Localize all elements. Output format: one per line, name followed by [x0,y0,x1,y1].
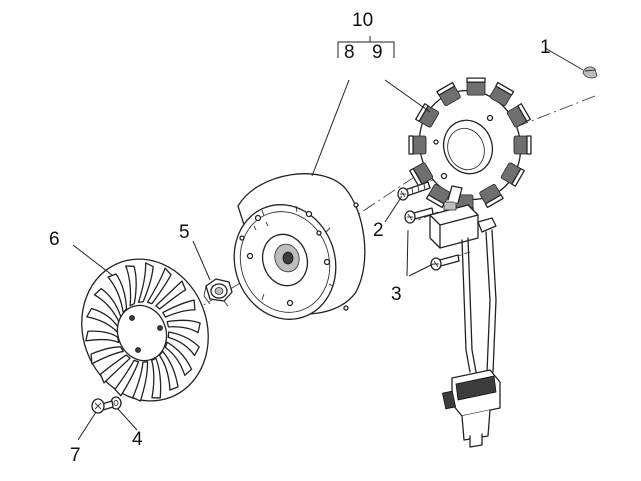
stator-coil [489,81,515,107]
leader-lines [72,36,584,441]
stator-coil [500,162,525,187]
stator-coil [408,135,427,155]
fan-blades [85,262,201,402]
fan-blade [114,359,140,397]
callout-10: 10 [352,10,373,31]
fan-blade [86,307,119,333]
assembly-axis [139,95,596,344]
fan-blade [125,265,137,307]
stator-coil [425,183,451,209]
cooling-fan-part [81,258,209,402]
flywheel-rotor-part [233,173,366,320]
callout-5: 5 [179,222,190,243]
pickup-screw-lower-part [430,254,460,271]
fan-blade [132,361,149,402]
fan-blade [90,346,124,365]
callout-2: 2 [373,220,384,241]
callout-8: 8 [344,42,355,63]
fan-blade [146,267,172,305]
callout-labels: 1 2 3 4 5 6 7 8 9 10 [49,10,551,466]
flywheel-nut-part [203,278,233,307]
fan-blade [151,357,162,399]
stator-coil [466,77,486,96]
fan-blade [137,262,154,303]
callout-3: 3 [391,284,402,305]
stator-coil [506,103,531,128]
callout-1: 1 [540,37,551,58]
callout-6: 6 [49,229,60,250]
callout-4: 4 [132,429,143,450]
fan-blade [155,280,187,310]
stator-coils [408,77,532,213]
fan-blade [107,273,128,314]
woodruff-key-part [582,66,598,79]
fan-blade [166,319,201,334]
stator-part [408,77,532,448]
fan-blade [162,299,196,318]
fan-screw-part [91,398,114,414]
fan-blade [85,330,120,343]
fan-blade [158,350,179,391]
pickup-screw-upper-part [404,207,434,224]
stator-screw-part [397,181,431,201]
fan-blade [99,354,131,384]
callout-7: 7 [70,445,81,466]
callout-9: 9 [372,42,383,63]
stator-coil [479,183,504,209]
stator-coil [436,81,461,107]
fan-blade [164,341,193,376]
stator-coil [513,135,532,155]
fan-blade [167,331,200,357]
fan-blade [93,288,122,323]
